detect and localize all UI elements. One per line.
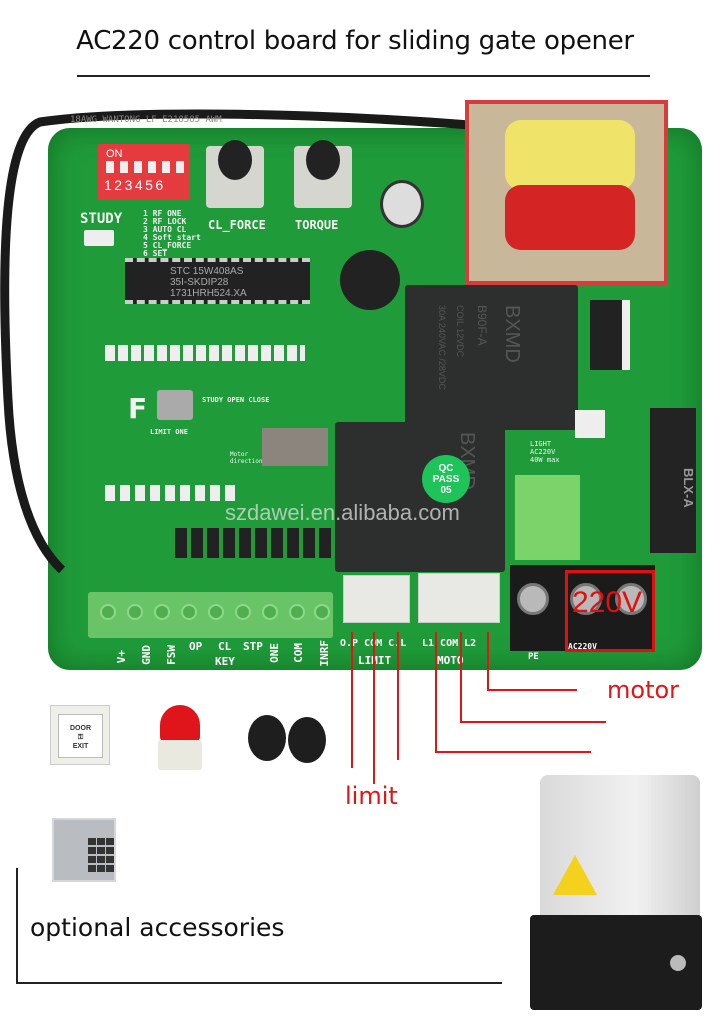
- photocell-sensor: [288, 717, 326, 763]
- warning-sticker-icon: [553, 855, 597, 895]
- relay-2: BXMD: [335, 422, 505, 572]
- study-label: STUDY: [80, 211, 123, 227]
- motor-callout: motor: [607, 676, 680, 704]
- dip-on-label: ON: [106, 148, 123, 160]
- cable-print: 18AWG WANTONG LF E218585 AWM: [70, 115, 222, 125]
- triac: [590, 300, 630, 370]
- terminal-label-op: OP: [189, 640, 203, 653]
- buzzer: [340, 250, 400, 310]
- terminal-label-com: COM: [292, 643, 305, 663]
- pe-label: PE: [528, 652, 539, 662]
- transistor-row: [175, 528, 335, 558]
- motor-wire-l1: [435, 632, 437, 752]
- gate-motor-cover: [540, 775, 700, 925]
- study-button[interactable]: [84, 230, 114, 246]
- motor-wire-l1-h: [435, 751, 591, 753]
- motor-connector[interactable]: [418, 573, 500, 623]
- warning-beacon-lamp: [160, 705, 200, 741]
- capacitor: [380, 180, 424, 228]
- limit-one-label: LIMIT ONE: [150, 428, 188, 436]
- dip-numbers: 123456: [104, 177, 166, 193]
- watermark: szdawei.en.alibaba.com: [225, 500, 460, 525]
- voltage-callout: 220V: [572, 586, 643, 619]
- motor-direction-label: Motor direction: [230, 451, 263, 465]
- relay-1: BXMD B90F-A COIL 12VDC 30A 240VAC /28VDC: [405, 285, 578, 430]
- accessories-bracket: [16, 868, 18, 984]
- voltage-highlight-box: [565, 570, 655, 652]
- cl-force-potentiometer[interactable]: [206, 140, 264, 208]
- photocell-sensor: [248, 715, 286, 761]
- input-terminal-block[interactable]: [88, 592, 333, 638]
- terminal-label-gnd: GND: [140, 645, 153, 665]
- fuse-holder: BLX-A: [650, 408, 696, 553]
- limit-callout: limit: [345, 782, 398, 810]
- motor-wire-l2: [487, 632, 489, 690]
- warning-beacon-base: [158, 740, 202, 770]
- title-underline: [77, 75, 650, 77]
- push-button[interactable]: [157, 390, 193, 420]
- terminal-label-one: ONE: [268, 643, 281, 663]
- power-cable: 18AWG WANTONG LF E218585 AWM: [0, 109, 471, 574]
- moto-pins-label: L1 COM L2: [422, 638, 477, 649]
- key-label: KEY: [215, 655, 235, 668]
- motor-wire-com: [460, 632, 462, 722]
- optocoupler: [575, 410, 605, 438]
- page-title: AC220 control board for sliding gate ope…: [76, 26, 634, 56]
- moto-label: MOTO: [437, 654, 464, 667]
- terminal-label-fsw: FSW: [165, 645, 178, 665]
- cl-force-label: CL_FORCE: [208, 218, 266, 232]
- motor-wire-com-h: [460, 721, 606, 723]
- f-label: F: [128, 392, 148, 425]
- resistor-row: [105, 485, 235, 501]
- torque-potentiometer[interactable]: [294, 140, 352, 208]
- terminal-label-stp: STP: [243, 640, 263, 653]
- terminal-label-vplus: V+: [115, 650, 128, 664]
- transformer-coil: [505, 120, 635, 190]
- resistor-row: [105, 345, 305, 361]
- limit-wire-com: [373, 632, 375, 784]
- terminal-label-inrf: INRF: [318, 640, 331, 667]
- ac-label: AC220V: [568, 642, 597, 651]
- transformer-coil: [505, 185, 635, 250]
- terminal-label-cl: CL: [218, 640, 232, 653]
- accessories-bracket: [16, 982, 502, 984]
- limit-wire-cl: [397, 632, 399, 760]
- led-labels: STUDY OPEN CLOSE: [202, 396, 270, 404]
- light-terminal: [515, 475, 580, 560]
- key-icon: ⚿: [77, 734, 84, 741]
- access-keypad: [52, 818, 116, 882]
- torque-label: TORQUE: [295, 218, 339, 232]
- limit-wire-op: [351, 632, 353, 768]
- motor-direction-switch[interactable]: [262, 428, 328, 466]
- motor-wire-l2-h: [487, 689, 577, 691]
- door-exit-button: DOOR⚿EXIT: [50, 705, 110, 765]
- limit-connector[interactable]: [343, 575, 410, 623]
- power-terminal[interactable]: [510, 565, 655, 651]
- dip-switch[interactable]: ON 123456: [98, 144, 190, 200]
- accessories-caption: optional accessories: [30, 913, 285, 942]
- release-key-icon: [670, 955, 686, 971]
